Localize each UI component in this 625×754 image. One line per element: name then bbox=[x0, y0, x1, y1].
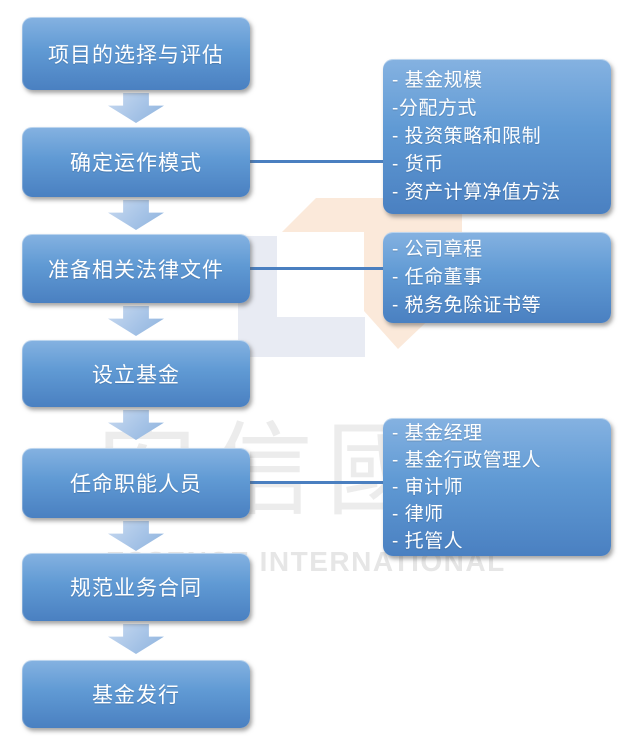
flow-step-label: 准备相关法律文件 bbox=[48, 258, 224, 282]
flow-step-label: 确定运作模式 bbox=[70, 152, 202, 175]
flow-step-appoint-personnel: 任命职能人员 bbox=[22, 448, 250, 518]
side-panel-item: - 货币 bbox=[392, 153, 444, 175]
side-panel-item: - 投资策略和限制 bbox=[392, 125, 542, 147]
side-panel-item: - 律师 bbox=[392, 503, 444, 525]
side-panel-item: - 基金行政管理人 bbox=[392, 449, 542, 471]
flow-step-label: 规范业务合同 bbox=[70, 577, 202, 600]
side-panel-operation-mode-details: - 基金规模 -分配方式 - 投资策略和限制 - 货币 - 资产计算净值方法 bbox=[383, 59, 611, 214]
flow-step-project-selection: 项目的选择与评估 bbox=[22, 17, 250, 90]
side-panel-item: - 基金经理 bbox=[392, 422, 483, 444]
connector-line-operation-mode bbox=[250, 160, 385, 163]
side-panel-item: - 税务免除证书等 bbox=[392, 294, 542, 316]
side-panel-item: - 基金规模 bbox=[392, 69, 483, 91]
side-panel-personnel-details: - 基金经理 - 基金行政管理人 - 审计师 - 律师 - 托管人 bbox=[383, 418, 611, 556]
flow-step-legal-documents: 准备相关法律文件 bbox=[22, 234, 250, 303]
logo-gray-l-shape bbox=[238, 236, 365, 357]
connector-line-personnel bbox=[250, 481, 385, 484]
side-panel-item: - 任命董事 bbox=[392, 266, 483, 288]
flow-step-label: 项目的选择与评估 bbox=[48, 43, 224, 67]
side-panel-item: - 公司章程 bbox=[392, 238, 483, 260]
side-panel-item: - 托管人 bbox=[392, 530, 464, 552]
flow-step-establish-fund: 设立基金 bbox=[22, 340, 250, 407]
flow-step-label: 任命职能人员 bbox=[70, 473, 202, 496]
flow-step-operation-mode: 确定运作模式 bbox=[22, 127, 250, 197]
side-panel-item: -分配方式 bbox=[392, 97, 477, 119]
side-panel-item: - 资产计算净值方法 bbox=[392, 181, 561, 203]
side-panel-legal-documents-details: - 公司章程 - 任命董事 - 税务免除证书等 bbox=[383, 232, 611, 323]
side-panel-item: - 审计师 bbox=[392, 476, 464, 498]
connector-line-legal-docs bbox=[250, 267, 385, 270]
flow-step-label: 基金发行 bbox=[92, 684, 180, 707]
flow-step-fund-issuance: 基金发行 bbox=[22, 660, 250, 728]
flow-step-business-contracts: 规范业务合同 bbox=[22, 553, 250, 621]
flow-step-label: 设立基金 bbox=[92, 363, 180, 387]
